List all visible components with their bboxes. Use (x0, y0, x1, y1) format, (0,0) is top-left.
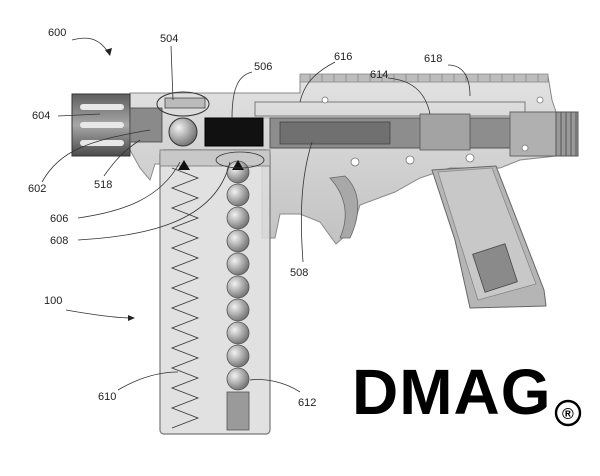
barrel-shroud (71, 93, 163, 157)
reference-numerals: 600 504 506 616 618 614 604 602 518 606 … (28, 27, 442, 409)
spring (170, 167, 200, 429)
paintball-stack (226, 160, 250, 391)
leader-lines (41, 37, 471, 393)
label-610: 610 (98, 391, 116, 403)
magazine (159, 149, 271, 435)
label-100: 100 (44, 295, 62, 307)
label-504: 504 (160, 33, 178, 45)
label-604: 604 (32, 110, 50, 122)
grip (329, 165, 547, 309)
rail-ribs (309, 74, 539, 82)
brand-logo: DMAG ® (352, 356, 582, 428)
label-606: 606 (50, 213, 68, 225)
label-506: 506 (254, 61, 272, 73)
label-508: 508 (290, 267, 308, 279)
feed-area (156, 91, 264, 147)
label-602: 602 (28, 183, 46, 195)
registered-mark: ® (562, 406, 574, 423)
label-612: 612 (298, 397, 316, 409)
label-616: 616 (334, 51, 352, 63)
brand-wordmark: DMAG (352, 356, 552, 428)
label-600: 600 (48, 27, 66, 39)
label-608: 608 (50, 235, 68, 247)
label-518: 518 (94, 179, 112, 191)
label-618: 618 (424, 53, 442, 65)
label-614: 614 (370, 69, 388, 81)
